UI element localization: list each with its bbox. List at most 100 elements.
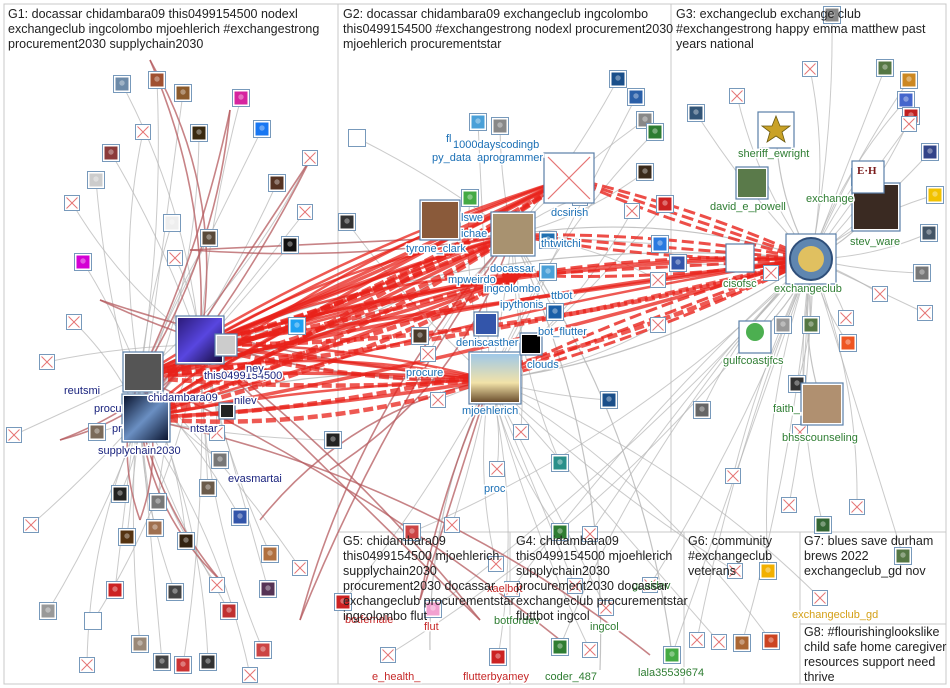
user-node-35[interactable]	[209, 577, 225, 593]
user-node-4[interactable]	[135, 124, 151, 140]
user-node-101[interactable]	[725, 468, 741, 484]
user-node-65[interactable]	[636, 163, 654, 181]
user-node-70[interactable]	[650, 317, 666, 333]
user-node-41[interactable]	[220, 602, 238, 620]
user-node-61[interactable]	[609, 70, 627, 88]
node-label-py-data[interactable]: py_data	[431, 151, 474, 166]
supplychain2030-node[interactable]	[121, 393, 171, 443]
node-label-flutterbyamey[interactable]: flutterbyamey	[462, 670, 532, 685]
user-node-74[interactable]	[489, 461, 505, 477]
node-label-evasmartai[interactable]: evasmartai	[227, 472, 284, 487]
user-node-75[interactable]	[551, 454, 569, 472]
node-label-mjoehlerich[interactable]: mjoehlerich	[461, 404, 520, 419]
user-node-114[interactable]	[403, 523, 421, 541]
user-node-8[interactable]	[87, 171, 105, 189]
user-node-94[interactable]	[838, 310, 854, 326]
user-node-46[interactable]	[131, 635, 149, 653]
user-node-121[interactable]	[582, 642, 598, 658]
user-node-66[interactable]	[656, 195, 674, 213]
user-node-20[interactable]	[66, 314, 82, 330]
node-label-nilev[interactable]: nilev	[233, 394, 259, 409]
node-label-mpweirdo[interactable]: mpweirdo	[447, 273, 498, 288]
user-node-100[interactable]	[693, 401, 711, 419]
user-node-16[interactable]	[74, 253, 92, 271]
node-label-dcsirish[interactable]: dcsirish	[550, 206, 590, 221]
user-node-71[interactable]	[420, 346, 436, 362]
user-node-112[interactable]	[894, 547, 912, 565]
node-label-pr-g1[interactable]: pr	[111, 422, 124, 437]
user-node-77[interactable]	[411, 327, 429, 345]
user-node-12[interactable]	[297, 204, 313, 220]
user-node-30[interactable]	[149, 493, 167, 511]
node-label-bot-flutter[interactable]: bot_flutter	[537, 325, 589, 340]
user-node-87[interactable]	[901, 116, 917, 132]
user-node-64[interactable]	[646, 123, 664, 141]
user-node-86[interactable]	[921, 143, 939, 161]
node-label-exchangeclub-gd[interactable]: exchangeclub_gd	[791, 608, 880, 623]
node-label-ingcolombo[interactable]: ingcolombo	[483, 282, 542, 297]
user-node-26[interactable]	[324, 431, 342, 449]
node-label-this0499154500[interactable]: this0499154500	[203, 369, 284, 384]
user-node-93[interactable]	[872, 286, 888, 302]
user-node-118[interactable]	[424, 600, 442, 618]
node-label-cisofsc[interactable]: cisofsc	[722, 277, 759, 292]
user-node-14[interactable]	[200, 229, 218, 247]
user-node-43[interactable]	[292, 560, 308, 576]
node-label-aprogrammer[interactable]: aprogrammer	[476, 151, 545, 166]
node-label-sheriff-ewright[interactable]: sheriff_ewright	[737, 147, 811, 162]
user-node-50[interactable]	[79, 657, 95, 673]
user-node-110[interactable]	[759, 562, 777, 580]
user-node-5[interactable]	[190, 124, 208, 142]
node-label-ipythonis[interactable]: ipythonis	[499, 298, 546, 313]
user-node-102[interactable]	[792, 424, 808, 440]
mjoehlerich-node[interactable]	[468, 351, 522, 405]
user-node-68[interactable]	[669, 254, 687, 272]
node-label-faith[interactable]: faith_	[772, 402, 803, 417]
user-node-84[interactable]	[897, 91, 915, 109]
user-node-91[interactable]	[913, 264, 931, 282]
user-node-38[interactable]	[39, 602, 57, 620]
node-label-ney[interactable]: ney	[245, 362, 266, 377]
user-node-37[interactable]	[106, 581, 124, 599]
node-label-flut[interactable]: flut	[423, 620, 441, 635]
node-label-exchange-frag[interactable]: exchange	[805, 192, 856, 207]
user-node-34[interactable]	[177, 532, 195, 550]
node-label-stev-ware[interactable]: stev_ware	[849, 235, 902, 250]
user-node-120[interactable]	[551, 638, 569, 656]
node-label-ntstar[interactable]: ntstar	[189, 422, 220, 437]
user-node-90[interactable]	[920, 224, 938, 242]
node-label-gulfcoastjfcs[interactable]: gulfcoastjfcs	[722, 354, 786, 369]
user-node-125[interactable]	[488, 556, 504, 572]
user-node-62[interactable]	[627, 88, 645, 106]
user-node-40[interactable]	[166, 583, 184, 601]
user-node-99[interactable]	[788, 375, 806, 393]
user-node-2[interactable]	[174, 84, 192, 102]
node-label-tyrone-clark[interactable]: tyrone_clark	[405, 242, 468, 257]
node-label-procu-g1[interactable]: procu	[93, 402, 124, 417]
user-node-115[interactable]	[551, 523, 569, 541]
user-node-45[interactable]	[254, 641, 272, 659]
user-node-21[interactable]	[39, 354, 55, 370]
user-node-60[interactable]	[624, 203, 640, 219]
user-node-29[interactable]	[111, 485, 129, 503]
nilev-node[interactable]	[218, 402, 236, 420]
user-node-23[interactable]	[88, 423, 106, 441]
node-label-clouds[interactable]: clouds	[526, 358, 561, 373]
user-node-15[interactable]	[167, 250, 183, 266]
user-node-52[interactable]	[469, 113, 487, 131]
user-node-72[interactable]	[430, 392, 446, 408]
user-node-103[interactable]	[781, 497, 797, 513]
david-e-powell-node[interactable]	[735, 166, 769, 200]
user-node-22[interactable]	[6, 427, 22, 443]
user-node-126[interactable]	[504, 581, 520, 597]
node-label-supplychain2030[interactable]: supplychain2030	[97, 444, 183, 459]
user-node-24[interactable]	[209, 425, 225, 441]
user-node-57[interactable]	[546, 303, 564, 321]
user-node-33[interactable]	[23, 517, 39, 533]
user-node-10[interactable]	[302, 150, 318, 166]
user-node-81[interactable]	[823, 6, 841, 24]
user-node-13[interactable]	[163, 214, 181, 232]
user-node-54[interactable]	[461, 189, 479, 207]
user-node-105[interactable]	[814, 516, 832, 534]
user-node-25[interactable]	[211, 451, 229, 469]
